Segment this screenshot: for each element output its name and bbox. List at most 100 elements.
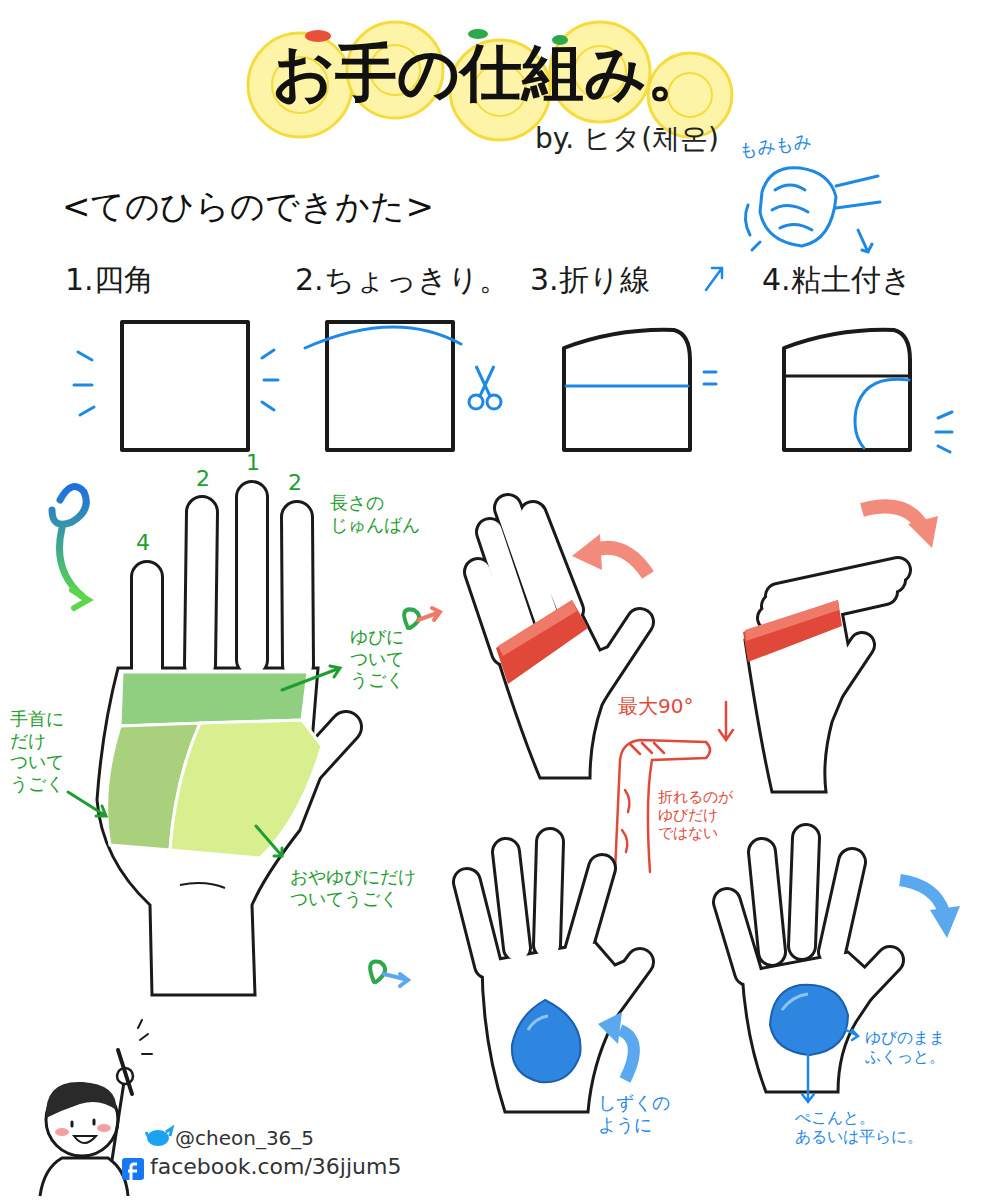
note: 手首に だけ ついて うごく (10, 708, 64, 794)
blue-arrow (620, 1030, 634, 1080)
angle-note: 最大90° (618, 694, 693, 718)
highlight (782, 994, 808, 1010)
step-heading: 3.折り線 (530, 262, 746, 298)
red-band-top (498, 600, 577, 656)
scissor-ring (487, 395, 501, 409)
leader-arrow (282, 666, 340, 690)
tick (704, 372, 716, 384)
scissor-ring (469, 395, 483, 409)
red-band (496, 600, 588, 684)
mouth (74, 1136, 96, 1143)
step-square: 3.折り線 (530, 262, 746, 457)
swirl-arrow (418, 608, 440, 620)
arm (836, 176, 880, 208)
swirl (370, 961, 385, 982)
step-square: 1.四角 (65, 262, 281, 457)
motion (745, 205, 760, 250)
tick (74, 352, 94, 415)
fb-glyph (128, 1164, 137, 1180)
arrowhead (72, 590, 88, 608)
square-outline (782, 320, 912, 452)
artist-avatar (40, 1020, 152, 1196)
arm (112, 1082, 124, 1160)
finger-fill (478, 508, 640, 690)
swirl-arrow (384, 974, 408, 986)
scissor-blade (476, 366, 494, 396)
thumb-region (170, 720, 322, 858)
hair (46, 1082, 116, 1118)
thumb-pad-drop (512, 1000, 581, 1082)
green-leaders (68, 666, 340, 856)
shape-line (327, 322, 453, 450)
arrowhead (908, 516, 938, 548)
leader-arrow (256, 826, 282, 856)
tick (262, 350, 278, 410)
finger-fill (727, 838, 890, 1000)
blue-arrow (900, 880, 944, 912)
shape-line (855, 379, 909, 448)
wrist-crease (180, 883, 225, 888)
shape-line (305, 327, 461, 348)
step-heading: 1.四角 (65, 262, 281, 298)
thumb-pad-bulge (770, 985, 848, 1055)
sound-note: もみもみ (738, 130, 812, 161)
arrow (706, 268, 722, 290)
callout-number: 2 (288, 470, 302, 496)
callout-number: 2 (196, 466, 210, 492)
finger-bend-sketch (615, 702, 733, 872)
arrowhead (930, 906, 960, 938)
finger-base-region (120, 672, 308, 726)
arrow (858, 230, 872, 252)
twitter-handle: @cheon_36_5 (175, 1126, 314, 1150)
leader (846, 1030, 858, 1040)
rotate-arrow (594, 548, 648, 575)
note: ゆびに ついて うごく (350, 626, 404, 691)
note: ゆびのまま ふくっと。 (865, 1028, 945, 1066)
step-square: 4.粘土付き (762, 262, 983, 457)
red-band (743, 600, 842, 662)
shape-line (564, 330, 690, 450)
byline: by. ヒタ(체온) (535, 122, 719, 156)
scissors-icon (469, 366, 501, 409)
cheek (55, 1128, 69, 1136)
sparkle (138, 1020, 152, 1054)
pen (118, 1050, 132, 1094)
leader (802, 1052, 814, 1102)
bird-wing (146, 1128, 172, 1140)
body (40, 1158, 128, 1196)
title-text: お手の仕組み。 (240, 36, 740, 110)
step-square: 2.ちょっきり。 (295, 262, 516, 457)
red-band-top (745, 600, 839, 641)
note: ぺこんと。 あるいは平らに。 (795, 1108, 923, 1146)
blue-leaders (802, 1030, 858, 1102)
callout-number: 1 (246, 450, 260, 476)
swirl-arrow (52, 487, 86, 596)
step-heading: 4.粘土付き (762, 262, 983, 298)
eyes (72, 1120, 94, 1126)
arrowhead (598, 1012, 622, 1044)
cheek (97, 1124, 111, 1132)
palm (482, 942, 645, 1112)
step-heading: 2.ちょっきり。 (295, 262, 516, 298)
swirl (52, 487, 86, 596)
section-heading: <てのひらのできかた> (62, 186, 434, 227)
facebook-icon (122, 1158, 144, 1180)
note: 折れるのが ゆびだけ ではない (658, 788, 733, 842)
fist (760, 168, 836, 246)
square-outline (120, 320, 250, 452)
leader-arrow (68, 792, 106, 816)
note: しずくの ように (598, 1092, 670, 1135)
tick (936, 412, 952, 452)
down-arrow (719, 702, 733, 740)
clay-squeeze-sketch (745, 168, 880, 252)
palm (97, 668, 336, 995)
callout-number: 4 (136, 530, 150, 556)
facebook-url: facebook.com/36jjum5 (150, 1154, 401, 1180)
finger-lines (772, 185, 812, 230)
shape-line (786, 375, 908, 378)
motion-ticks (74, 350, 952, 452)
small-arrow (706, 268, 722, 290)
square-outline (325, 320, 455, 452)
